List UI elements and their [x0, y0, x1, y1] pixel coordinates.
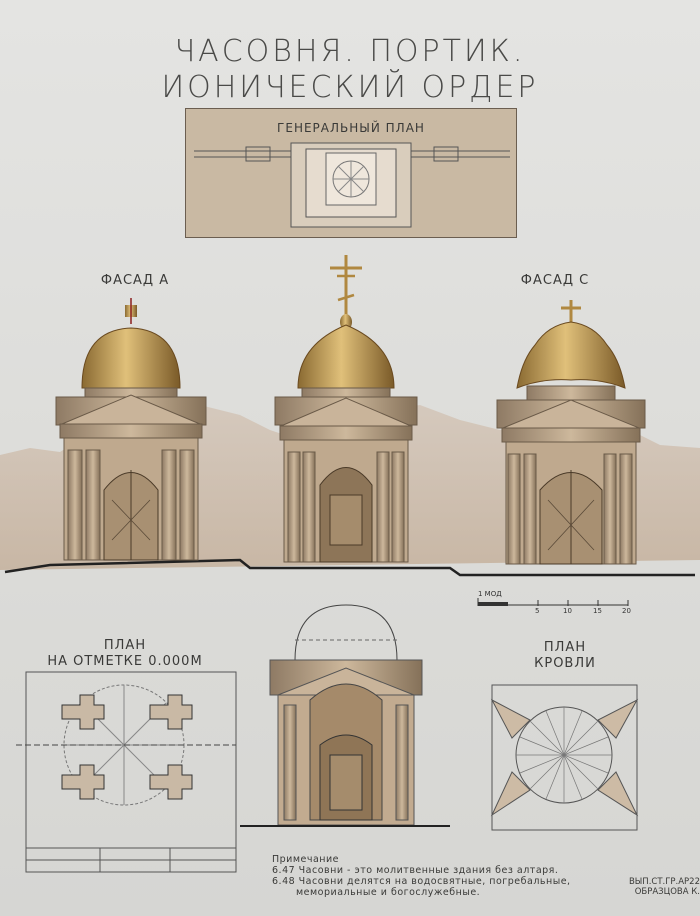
note-line-1: 6.47 Часовни - это молитвенные здания бе…	[272, 865, 559, 876]
signature-line-2: ОБРАЗЦОВА К.	[634, 887, 700, 897]
chapel-center	[274, 255, 418, 563]
note-line-3: мемориальные и богослужебные.	[296, 887, 481, 898]
roof-plan-drawing	[490, 684, 639, 831]
scale-tick-10: 10	[563, 607, 572, 615]
ground-plan-label-line-1: ПЛАН	[103, 638, 147, 653]
signature-line-1: ВЫП.СТ.ГР.АР22	[628, 877, 700, 887]
chapel-facade-c	[496, 300, 646, 565]
scale-tick-15: 15	[593, 607, 602, 615]
scale-tick-5: 5	[535, 607, 540, 615]
scale-bar-label: 1 МОД	[478, 590, 502, 598]
general-plan-label: ГЕНЕРАЛЬНЫЙ ПЛАН	[277, 121, 425, 135]
roof-plan-label-line-2: КРОВЛИ	[534, 656, 596, 671]
facade-c-label: ФАСАД С	[520, 273, 590, 288]
note-line-2: 6.48 Часовни делятся на водосвятные, пог…	[272, 876, 571, 887]
facade-a-label: ФАСАД А	[100, 273, 170, 288]
general-plan-panel: ГЕНЕРАЛЬНЫЙ ПЛАН	[185, 108, 517, 238]
ground-plan-label-line-2: НА ОТМЕТКЕ 0.000М	[47, 654, 203, 669]
note-block: Примечание 6.47 Часовни - это молитвенны…	[272, 854, 572, 898]
roof-plan-label: ПЛАН КРОВЛИ	[505, 640, 625, 672]
ground-line	[4, 558, 695, 577]
title-line-2: ИОНИЧЕСКИЙ ОРДЕР	[161, 70, 539, 105]
section-drawing	[240, 604, 450, 827]
ground-plan-drawing	[16, 671, 237, 873]
chapel-facade-a	[55, 298, 207, 561]
note-heading: Примечание	[272, 854, 340, 865]
signature-block: ВЫП.СТ.ГР.АР22 ОБРАЗЦОВА К.	[620, 877, 700, 897]
ground-plan-label: ПЛАН НА ОТМЕТКЕ 0.000М	[40, 638, 210, 670]
scale-tick-20: 20	[622, 607, 631, 615]
scale-bar-drawing	[477, 598, 629, 606]
roof-plan-label-line-1: ПЛАН	[543, 640, 587, 655]
title-line-1: ЧАСОВНЯ. ПОРТИК.	[174, 34, 526, 69]
general-plan-drawing	[194, 142, 510, 228]
